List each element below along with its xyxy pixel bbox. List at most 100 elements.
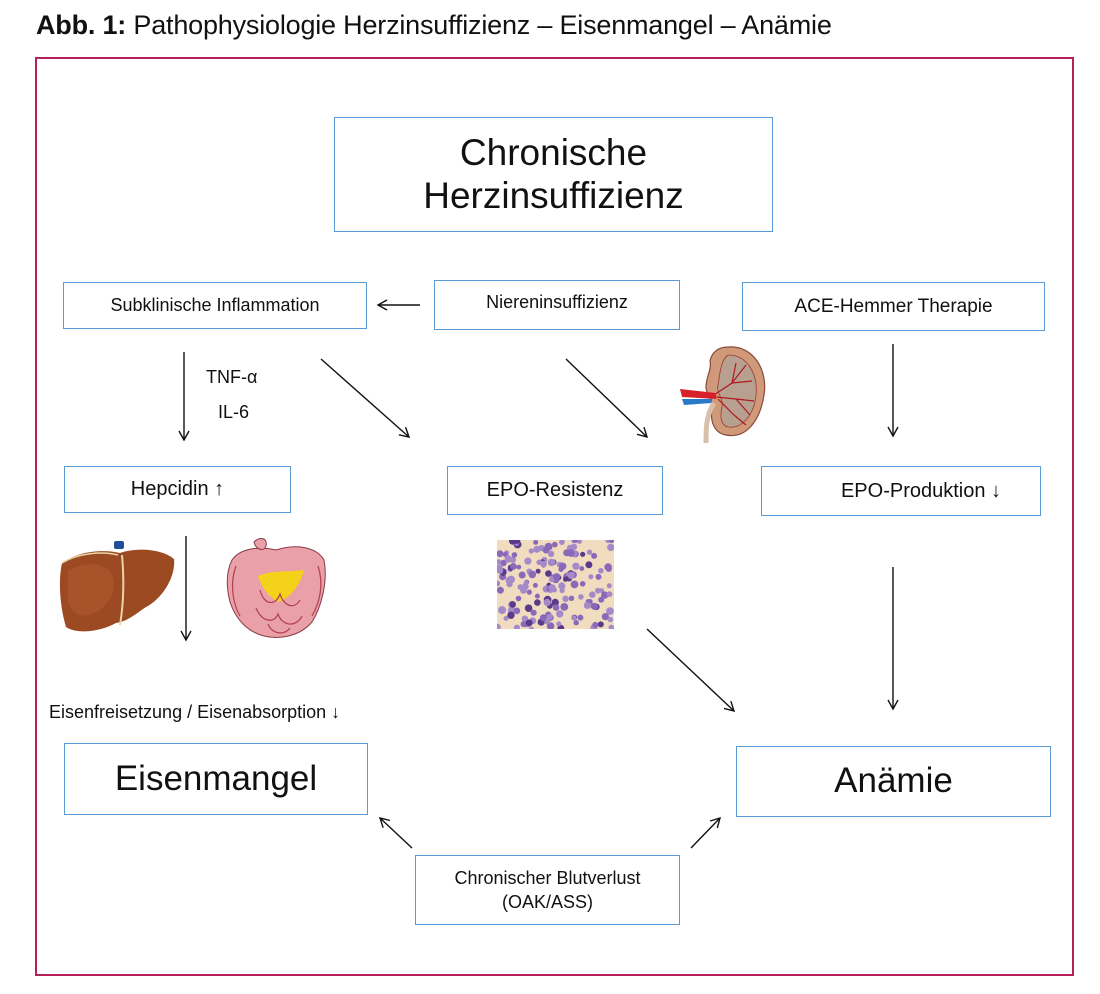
- node-chronischer-blutverlust: Chronischer Blutverlust (OAK/ASS): [415, 855, 680, 925]
- node-eisenmangel-label: Eisenmangel: [114, 758, 318, 798]
- blood-cell: [552, 604, 560, 611]
- blood-cell: [586, 549, 593, 555]
- label-il6: IL-6: [218, 402, 250, 422]
- blood-cell: [497, 567, 504, 574]
- node-epo-produktion: EPO-Produktion ↓: [761, 466, 1041, 516]
- blood-cell: [562, 595, 569, 602]
- blood-cell: [544, 619, 550, 625]
- blood-cell: [559, 562, 567, 570]
- blood-cell: [588, 574, 594, 580]
- blood-cell: [597, 621, 604, 628]
- node-anaemie: Anämie: [736, 746, 1051, 817]
- blood-cell: [521, 615, 529, 622]
- blood-cell: [509, 540, 517, 545]
- blood-cell: [543, 598, 551, 606]
- blood-cell: [545, 570, 552, 577]
- blood-cell: [591, 603, 599, 610]
- blood-cell: [528, 548, 534, 554]
- node-hepcidin-label: Hepcidin ↑: [130, 478, 225, 500]
- blood-cell: [533, 545, 541, 553]
- node-epo-produktion-label: EPO-Produktion ↓: [840, 479, 1002, 502]
- blood-cell: [572, 562, 580, 570]
- blood-cell: [523, 580, 529, 586]
- blood-cell: [571, 615, 577, 621]
- blood-cell: [498, 606, 507, 615]
- label-tnf-alpha: TNF-α: [206, 367, 258, 387]
- blood-cell: [534, 599, 541, 606]
- blood-cell: [513, 607, 521, 615]
- blood-cell: [533, 540, 539, 545]
- blood-cell: [592, 621, 599, 628]
- blood-cell: [497, 623, 501, 629]
- blood-cell: [576, 540, 582, 544]
- node-ace-hemmer-label: ACE-Hemmer Therapie: [794, 295, 993, 317]
- blood-cell: [534, 593, 540, 599]
- blood-cell: [503, 615, 509, 621]
- blood-cell: [556, 610, 564, 618]
- node-eisenmangel: Eisenmangel: [64, 743, 368, 815]
- blood-cell: [598, 596, 605, 603]
- blood-cell: [540, 560, 547, 568]
- blood-cell: [516, 564, 522, 570]
- blood-cell: [607, 616, 614, 623]
- blood-cell: [539, 614, 547, 622]
- node-blutverlust-line1: Chronischer Blutverlust: [454, 867, 641, 888]
- intestine-illustration: [226, 538, 326, 638]
- blood-cell: [598, 567, 604, 574]
- node-chronische-herzinsuffizienz: Chronische Herzinsuffizienz: [334, 117, 773, 232]
- node-blutverlust-line2: (OAK/ASS): [501, 891, 594, 912]
- node-ace-hemmer-therapie: ACE-Hemmer Therapie: [742, 282, 1045, 331]
- blood-cell: [607, 543, 614, 552]
- blood-cell: [530, 609, 537, 616]
- blood-cell: [589, 591, 596, 598]
- blood-cell: [542, 546, 550, 554]
- blood-cell: [591, 552, 598, 559]
- blood-cell: [601, 591, 609, 599]
- node-epo-resistenz-label: EPO-Resistenz: [486, 479, 624, 501]
- blood-cell: [579, 566, 585, 571]
- blood-cell: [567, 549, 575, 557]
- blood-cell: [547, 550, 555, 558]
- blood-cell: [518, 571, 526, 579]
- blood-cell: [560, 603, 569, 611]
- blood-cell: [572, 540, 578, 543]
- blood-cell: [507, 611, 515, 619]
- kidney-illustration: [680, 346, 766, 443]
- blood-cell: [552, 541, 558, 548]
- caption-prefix: Abb. 1:: [36, 10, 127, 40]
- blood-cell: [559, 540, 565, 545]
- blood-cell: [520, 621, 527, 628]
- blood-cell: [513, 624, 520, 629]
- blood-cell: [525, 619, 533, 627]
- blood-cell: [497, 550, 504, 558]
- node-anaemie-label: Anämie: [834, 761, 953, 801]
- blood-cell: [524, 604, 533, 612]
- blood-cell: [577, 614, 584, 621]
- blood-cell: [558, 582, 566, 590]
- blood-cell: [520, 586, 527, 594]
- node-herzinsuffizienz-line1: Chronische: [459, 131, 648, 173]
- blood-cell: [511, 552, 518, 558]
- blood-cell: [578, 594, 584, 600]
- blood-cell: [497, 580, 501, 587]
- blood-cell: [547, 558, 556, 567]
- blood-cell: [524, 557, 532, 565]
- blood-cell: [595, 573, 602, 580]
- caption-title: Pathophysiologie Herzinsuffizienz – Eise…: [133, 10, 832, 40]
- blood-cell: [535, 568, 541, 574]
- blood-cell: [606, 591, 613, 598]
- blood-cell: [548, 584, 556, 592]
- diagram-frame: [35, 57, 1074, 976]
- blood-cell: [573, 620, 579, 626]
- blood-cell: [608, 624, 614, 629]
- node-niereninsuffizienz: Niereninsuffizienz: [434, 280, 680, 330]
- blood-cell: [500, 559, 507, 567]
- blood-cell: [608, 540, 614, 544]
- blood-cell: [515, 595, 522, 602]
- blood-cell: [556, 621, 562, 627]
- blood-cell: [510, 563, 517, 570]
- node-subklinische-inflammation: Subklinische Inflammation: [63, 282, 367, 329]
- blood-cell: [567, 571, 575, 579]
- blood-cell: [604, 563, 612, 571]
- blood-cell: [509, 601, 516, 608]
